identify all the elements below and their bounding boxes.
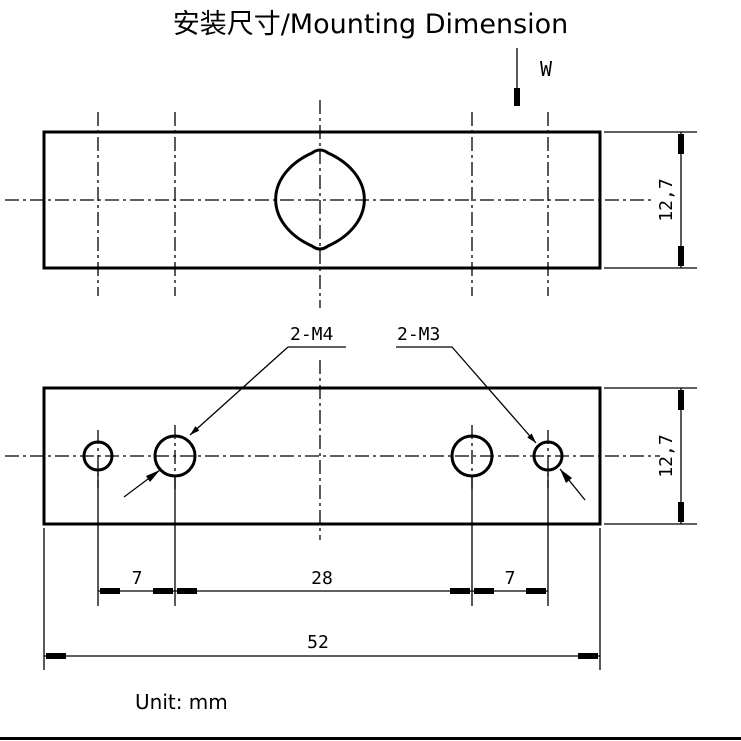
horizontal-dimensions — [43, 470, 601, 670]
bottom-rule — [0, 737, 741, 740]
top-vertical-centerlines — [97, 100, 549, 308]
bottom-view: 2-M4 2-M3 12,7 — [5, 324, 697, 540]
top-view: W 12,7 — [5, 48, 697, 308]
top-height-dimension — [604, 131, 697, 269]
m3-leader — [396, 346, 586, 501]
bottom-height-dimension — [604, 387, 697, 525]
top-height-label: 12,7 — [656, 178, 677, 221]
load-label: W — [540, 57, 553, 81]
page-title: 安装尺寸/Mounting Dimension — [172, 9, 569, 40]
dim-left-label: 7 — [132, 568, 143, 589]
m4-thread-label: 2-M4 — [290, 324, 333, 345]
bottom-height-label: 12,7 — [656, 434, 677, 477]
dim-right-label: 7 — [505, 568, 516, 589]
unit-label: Unit: mm — [135, 690, 228, 714]
double-bore-outline — [274, 148, 366, 251]
m4-leader — [123, 346, 346, 498]
dim-total-label: 52 — [307, 632, 329, 653]
m3-thread-label: 2-M3 — [397, 324, 440, 345]
dim-center-label: 28 — [311, 568, 333, 589]
